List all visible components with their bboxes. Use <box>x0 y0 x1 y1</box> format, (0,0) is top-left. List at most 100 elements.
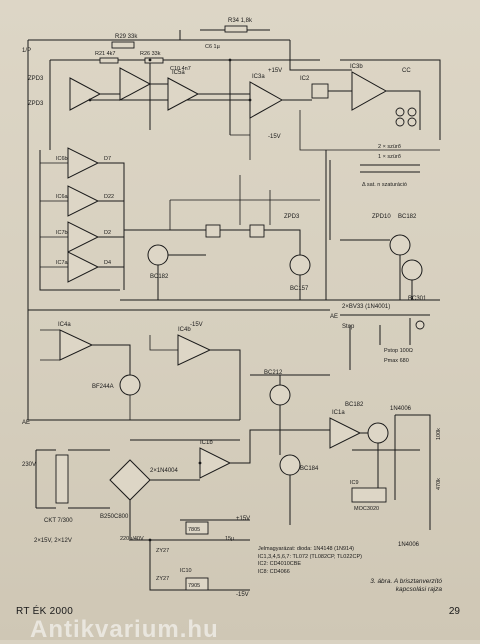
transistor-bc182-c <box>367 422 389 444</box>
regulator-7905 <box>185 577 209 591</box>
label-ic2: IC2 <box>300 76 310 82</box>
caption-line-1: 3. ábra. A brisztanverzító <box>370 578 442 585</box>
label-bf244: BF244A <box>92 384 114 390</box>
label-r21: R21 4k7 <box>95 51 116 57</box>
legend-line-2: IC1,3,4,5,6,7: TL072 (TL082CP, TL022CP) <box>258 553 362 560</box>
ic8-block <box>205 224 221 238</box>
transistor-t2 <box>147 244 169 266</box>
label-sw1: 1 × szürő <box>378 154 401 160</box>
opamp-ic3b <box>351 71 388 111</box>
opamp-ic4a <box>59 329 94 361</box>
label-c10: C10 4n7 <box>170 66 191 72</box>
label-470k: 470k <box>436 478 442 490</box>
transformer-core <box>55 454 69 504</box>
label-ic1b: IC1b <box>200 440 213 446</box>
label-ic7a: IC7a <box>56 260 69 266</box>
publication-name: RT ÉK 2000 <box>16 606 74 617</box>
label-d4: D4 <box>104 260 111 266</box>
label-tr: 2×BV33 (1N4001) <box>342 304 390 310</box>
label-plus15-c: +15V <box>236 516 250 522</box>
ic8b-block <box>249 224 265 238</box>
label-zpd3-c: ZPD3 <box>284 214 300 220</box>
legend-line-3: IC2: CD4010CBE <box>258 561 302 567</box>
label-ic3a: IC3a <box>252 74 265 80</box>
moc-block <box>351 487 387 503</box>
label-bc182-c: BC182 <box>345 402 364 408</box>
label-bc212: BC212 <box>264 370 283 376</box>
page-number: 29 <box>448 606 460 617</box>
label-100k: 100k <box>436 428 442 440</box>
label-sw2: 2 × szürő <box>378 144 401 150</box>
label-p-stop: Pstop 100Ω <box>384 348 413 354</box>
label-zy27-b: ZY27 <box>156 576 169 582</box>
label-1n4004: 2×1N4004 <box>150 468 179 474</box>
label-ic4a: IC4a <box>58 322 71 328</box>
opamp-ic1a <box>329 417 362 449</box>
legend-line-4: IC8: CD4066 <box>258 568 290 575</box>
bridge-rectifier <box>109 459 151 501</box>
label-ic7b: IC7b <box>56 230 68 236</box>
transistor-bc212 <box>269 384 291 406</box>
opamp-ic6b <box>67 147 100 179</box>
label-r34: R34 1,8k <box>228 18 253 24</box>
label-ic10: IC10 <box>180 568 192 574</box>
label-7905: 7905 <box>188 583 200 589</box>
transistor-t5 <box>401 259 423 281</box>
label-ic6a: IC6a <box>56 194 69 200</box>
label-minus15-a: -15V <box>268 134 281 140</box>
label-bc182-b: BC182 <box>398 214 417 220</box>
label-r26: R26 33k <box>140 51 161 57</box>
opamp-ic7a <box>67 251 100 283</box>
opamp-ic5a <box>167 77 200 111</box>
opamp-ic4 <box>119 67 152 101</box>
label-230v: 230V <box>22 462 36 468</box>
figure-caption: 3. ábra. A brisztanverzító kapcsolási ra… <box>332 578 442 594</box>
label-zpd10: ZPD10 <box>372 214 391 220</box>
label-ae-right: AE <box>330 314 338 320</box>
label-zpd3-a: ZPD3 <box>28 76 44 82</box>
label-c15u: 15µ <box>225 536 235 542</box>
label-zy27-a: ZY27 <box>156 548 169 554</box>
label-c6: C6 1µ <box>205 44 221 50</box>
label-p-start: Pmax 680 <box>384 358 409 364</box>
label-7805: 7805 <box>188 527 200 533</box>
transistor-bf244 <box>119 374 141 396</box>
opamp-ic4b <box>177 334 212 366</box>
label-ic9: IC9 <box>350 480 359 486</box>
label-ic5a: IC5a <box>172 70 185 76</box>
transistor-t4 <box>389 234 411 256</box>
label-1n4006-a: 1N4006 <box>390 406 412 412</box>
legend: Jelmagyarázat: dioda: 1N4148 (1N914) IC1… <box>258 546 362 576</box>
label-plus15-a: +15V <box>268 68 282 74</box>
label-d22: D22 <box>104 194 114 200</box>
label-c220: 220µ/40V <box>120 536 144 542</box>
watermark: Antikvarium.hu <box>30 616 219 643</box>
label-ic4b: IC4b <box>178 327 191 333</box>
label-stop: Stop <box>342 324 355 330</box>
label-bc182-a: BC182 <box>150 274 169 280</box>
label-cc: CC <box>402 68 411 74</box>
label-d2: D2 <box>104 230 111 236</box>
opamp-ic6a <box>67 185 100 217</box>
caption-line-2: kapcsolási rajza <box>395 586 442 593</box>
page-footer: RT ÉK 2000 29 <box>0 604 480 624</box>
opamp-ic1 <box>69 77 102 111</box>
transistor-bc184 <box>279 454 301 476</box>
label-p1-in: 1/P <box>22 48 31 54</box>
label-ae-left: AE <box>22 420 30 426</box>
label-ic1a: IC1a <box>332 410 345 416</box>
transistor-t3 <box>289 254 311 276</box>
label-trafo: 2×15V, 2×12V <box>34 538 72 544</box>
label-bridge: B250C800 <box>100 514 129 520</box>
label-d7: D7 <box>104 156 111 162</box>
opamp-ic3a <box>249 81 284 119</box>
label-bc184: BC184 <box>300 466 319 472</box>
label-moc: MOC3020 <box>354 506 379 512</box>
label-r29: R29 33k <box>115 34 138 40</box>
regulator-7805 <box>185 521 209 535</box>
label-minus15-c: -15V <box>236 592 249 598</box>
opamp-ic1b <box>199 447 232 479</box>
ic2-block <box>311 83 329 99</box>
